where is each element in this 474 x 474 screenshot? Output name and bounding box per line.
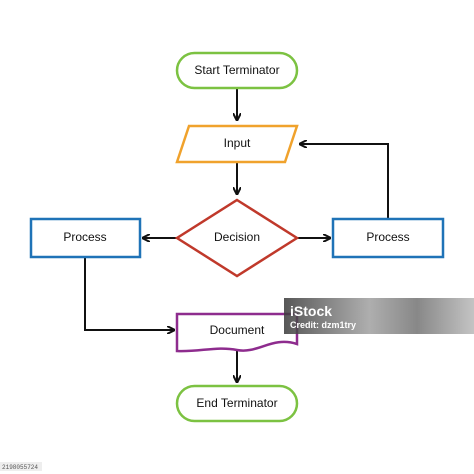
connectors (84, 88, 389, 382)
edge-process-right-to-input (300, 144, 389, 219)
watermark-band (284, 298, 474, 334)
watermark-brand: iStock (290, 303, 332, 319)
footer-id-background (0, 462, 42, 471)
footer: 2198055724 (0, 462, 42, 471)
process-right-shape (331, 217, 445, 259)
start-terminator-label: Start Terminator (194, 63, 279, 77)
node-start-terminator: Start Terminator (175, 51, 299, 90)
node-input: Input (175, 124, 299, 164)
watermark-credit: Credit: dzm1try (290, 320, 356, 330)
node-decision: Decision (174, 198, 300, 278)
node-end-terminator: End Terminator (175, 384, 299, 423)
node-document: Document (175, 312, 299, 353)
process-right-label: Process (366, 230, 409, 244)
end-terminator-shape (175, 384, 299, 423)
decision-label: Decision (214, 230, 260, 244)
node-process-left: Process (29, 217, 142, 259)
input-parallelogram-shape (175, 124, 299, 164)
istock-watermark: iStock Credit: dzm1try (284, 298, 474, 334)
decision-diamond-shape (174, 198, 300, 278)
start-terminator-shape (175, 51, 299, 90)
document-label: Document (210, 323, 265, 337)
process-left-label: Process (63, 230, 106, 244)
node-process-right: Process (331, 217, 445, 259)
document-shape (175, 312, 299, 353)
input-label: Input (224, 136, 251, 150)
process-left-shape (29, 217, 142, 259)
end-terminator-label: End Terminator (196, 396, 277, 410)
footer-image-id: 2198055724 (2, 464, 38, 471)
edge-process-left-to-document (84, 257, 174, 330)
